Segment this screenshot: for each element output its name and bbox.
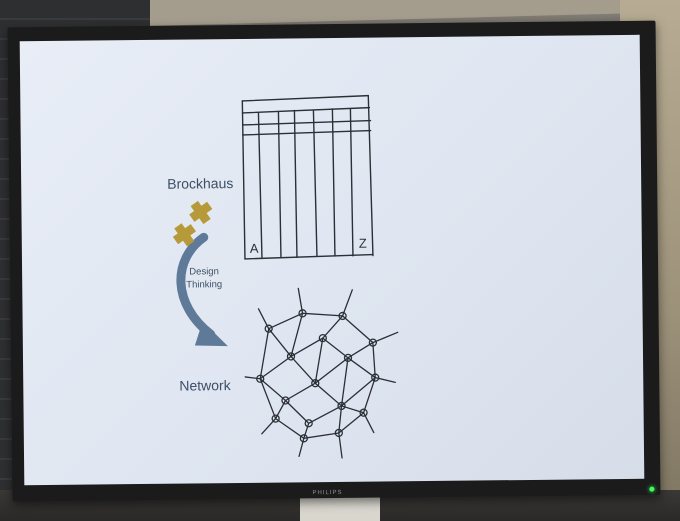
- monitor-screen: A Z: [19, 34, 645, 486]
- design-thinking-label: Design Thinking: [186, 265, 222, 291]
- slide-drawing: A Z: [172, 94, 399, 459]
- encyclopedia-table-sketch: [241, 94, 374, 260]
- network-sketch: [244, 287, 399, 459]
- brockhaus-label: Brockhaus: [167, 175, 234, 192]
- design-thinking-line2: Thinking: [186, 279, 223, 291]
- table-letter-z: Z: [359, 236, 367, 251]
- design-thinking-line1: Design: [189, 266, 219, 278]
- network-label: Network: [179, 377, 231, 394]
- crossed-bandage-icon: [172, 200, 213, 247]
- power-led: [649, 486, 655, 492]
- network-nodes: [256, 309, 380, 443]
- monitor: A Z: [7, 20, 661, 502]
- curved-arrow-icon: [176, 232, 228, 347]
- table-letter-a: A: [250, 241, 259, 256]
- monitor-brand-logo: PHILIPS: [312, 489, 343, 497]
